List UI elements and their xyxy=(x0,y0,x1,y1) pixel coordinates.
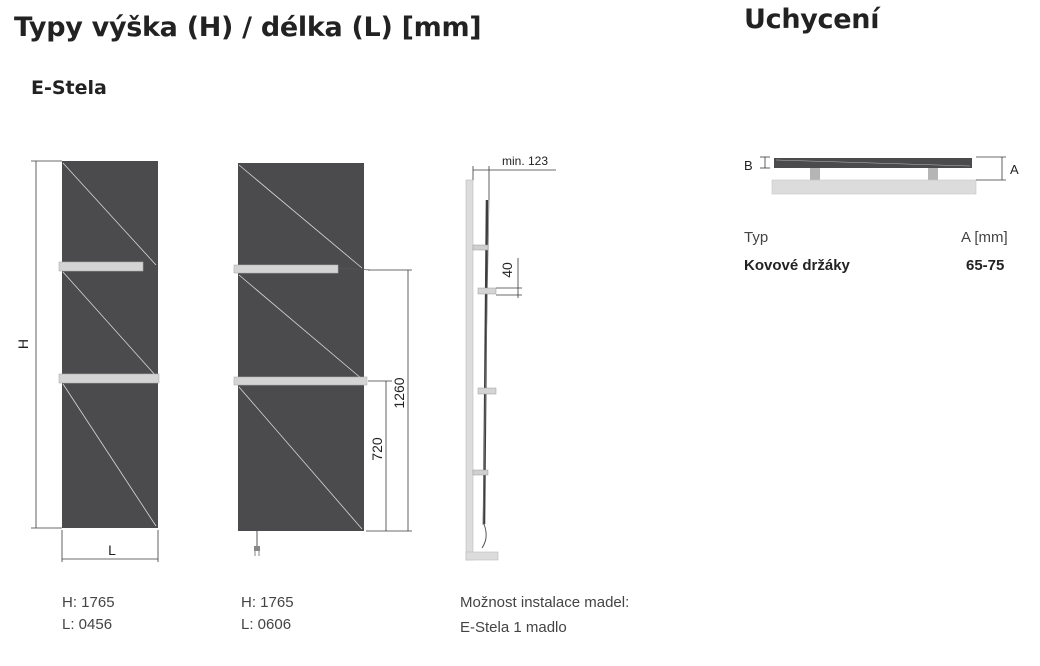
panel-diagonal xyxy=(238,164,363,269)
dim-1260-label: 1260 xyxy=(391,377,407,408)
wall-section xyxy=(771,179,977,195)
model-length: L: 0606 xyxy=(241,616,292,633)
side-view: min. 123 40 xyxy=(465,154,556,561)
panel-diagonal xyxy=(62,271,157,377)
model-subtitle: E-Stela xyxy=(31,77,107,99)
model-caption-1: H: 1765 L: 0456 xyxy=(62,592,115,636)
table-header-type: Typ xyxy=(744,229,769,246)
plug-icon xyxy=(254,546,260,551)
panel-diagonal xyxy=(238,274,363,380)
towel-bar xyxy=(233,376,368,386)
table-header-a: A [mm] xyxy=(961,229,1008,246)
floor xyxy=(465,551,499,561)
radiator-panel xyxy=(238,163,364,531)
mounting-diagram: B A xyxy=(744,156,1019,195)
towel-bar xyxy=(477,287,497,295)
model-height: H: 1765 xyxy=(62,594,115,611)
dim-leader xyxy=(338,267,371,271)
dim-min-label: min. 123 xyxy=(502,154,548,168)
model-height: H: 1765 xyxy=(241,594,294,611)
front-view-narrow: H L xyxy=(15,160,160,562)
page-title: Typy výška (H) / délka (L) [mm] xyxy=(14,12,482,43)
metal-bracket xyxy=(810,168,820,180)
panel-diagonal xyxy=(62,383,157,527)
install-note-line1: Možnost instalace madel: xyxy=(460,594,630,611)
wall xyxy=(465,179,474,561)
model-caption-2: H: 1765 L: 0606 xyxy=(241,592,294,636)
table-cell-a: 65-75 xyxy=(966,257,1005,274)
metal-bracket xyxy=(928,168,938,180)
mounting-title: Uchycení xyxy=(744,4,880,35)
front-view-wide: 1260 720 xyxy=(233,163,412,556)
dim-720-label: 720 xyxy=(369,437,385,461)
wall-bracket xyxy=(472,244,489,251)
power-cable xyxy=(481,523,487,549)
towel-bar xyxy=(477,387,497,395)
panel-diagonal xyxy=(238,386,363,530)
table-cell-type: Kovové držáky xyxy=(744,257,850,274)
panel-diagonal xyxy=(775,159,971,167)
dim-40-label: 40 xyxy=(499,262,515,278)
wall-bracket xyxy=(472,469,489,476)
install-note: Možnost instalace madel: E-Stela 1 madlo xyxy=(460,592,629,639)
towel-bar xyxy=(58,373,160,384)
install-note-line2: E-Stela 1 madlo xyxy=(460,619,567,636)
panel-diagonal xyxy=(62,162,157,266)
dim-l-label: L xyxy=(108,542,116,558)
model-length: L: 0456 xyxy=(62,616,113,633)
radiator-panel xyxy=(62,161,158,528)
dim-h-label: H xyxy=(15,339,31,349)
mount-label-a: A xyxy=(1010,162,1019,177)
mount-label-b: B xyxy=(744,158,753,173)
towel-bar xyxy=(233,264,339,274)
towel-bar xyxy=(58,261,144,272)
